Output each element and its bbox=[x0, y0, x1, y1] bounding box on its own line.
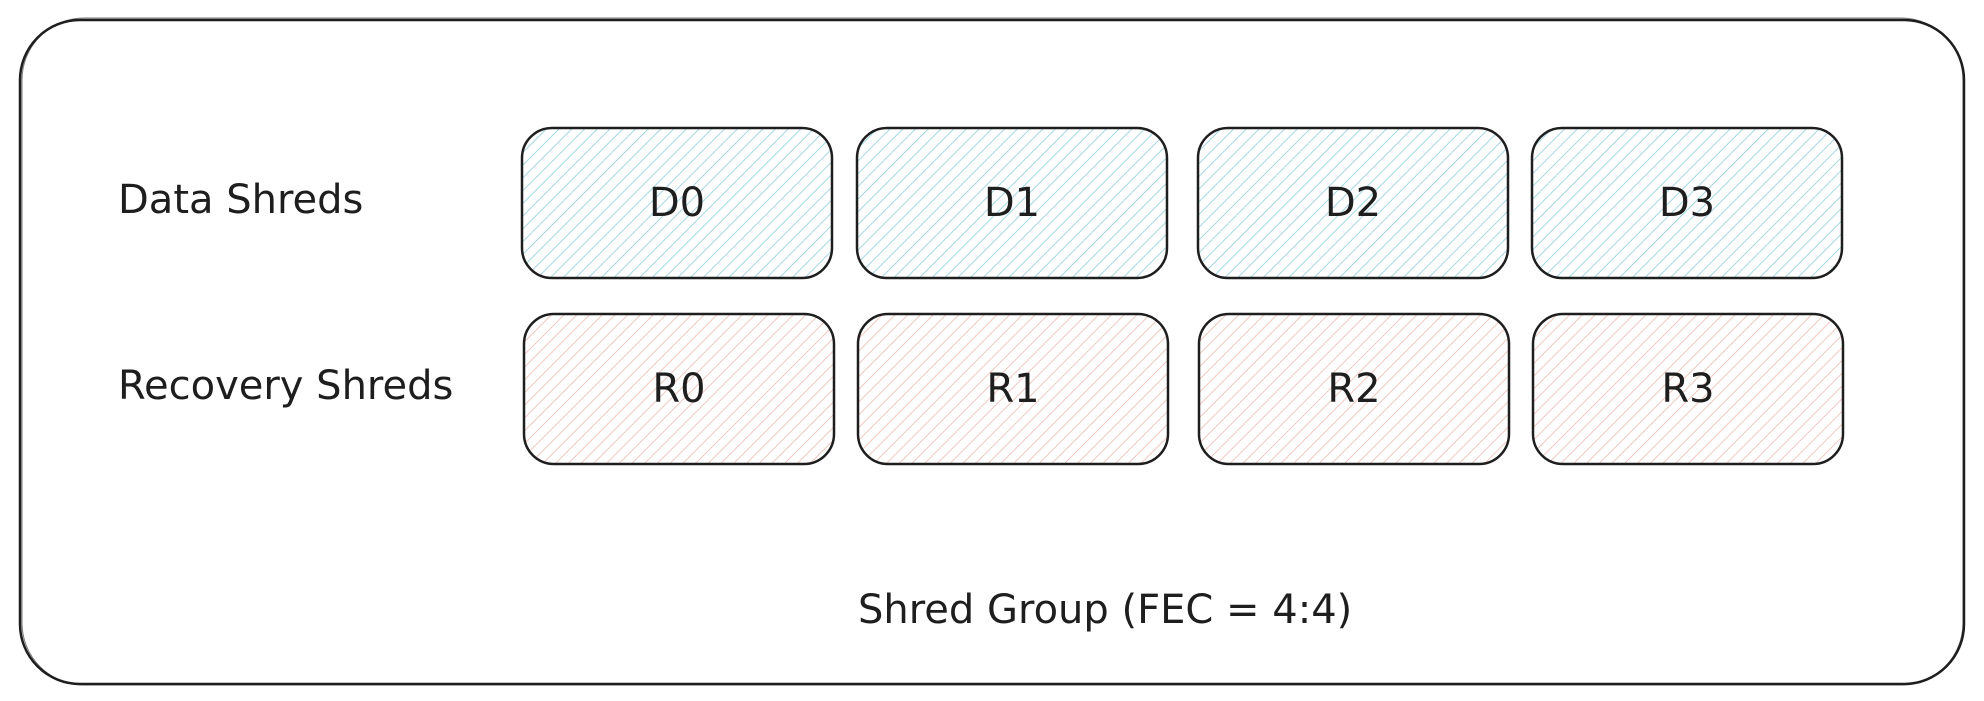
recovery-shreds-row bbox=[522, 312, 1845, 466]
recovery-shred-box-2 bbox=[1197, 312, 1511, 466]
recovery-shred-label-2: R2 bbox=[1327, 366, 1381, 412]
recovery-shred-box-1 bbox=[856, 312, 1170, 466]
data-shred-label-2: D2 bbox=[1324, 180, 1382, 226]
recovery-shred-label-1: R1 bbox=[986, 366, 1040, 412]
recovery-shred-label-0: R0 bbox=[652, 366, 706, 412]
data-shred-box-0 bbox=[520, 126, 834, 280]
data-shred-box-2 bbox=[1196, 126, 1510, 280]
data-shred-label-3: D3 bbox=[1658, 180, 1716, 226]
data-shred-box-3 bbox=[1530, 126, 1844, 280]
recovery-shred-box-3 bbox=[1531, 312, 1845, 466]
data-shred-label-1: D1 bbox=[983, 180, 1041, 226]
data-shreds-label: Data Shreds bbox=[118, 177, 364, 223]
recovery-shred-box-0 bbox=[522, 312, 836, 466]
data-shred-box-1 bbox=[855, 126, 1169, 280]
data-shreds-row bbox=[520, 126, 1844, 280]
data-shred-label-0: D0 bbox=[648, 180, 706, 226]
shred-group-caption: Shred Group (FEC = 4:4) bbox=[858, 587, 1353, 633]
shred-group-frame bbox=[18, 18, 1966, 686]
recovery-shreds-label: Recovery Shreds bbox=[118, 363, 454, 409]
shred-group-frame-sketch bbox=[21, 17, 1964, 686]
recovery-shred-label-3: R3 bbox=[1661, 366, 1715, 412]
